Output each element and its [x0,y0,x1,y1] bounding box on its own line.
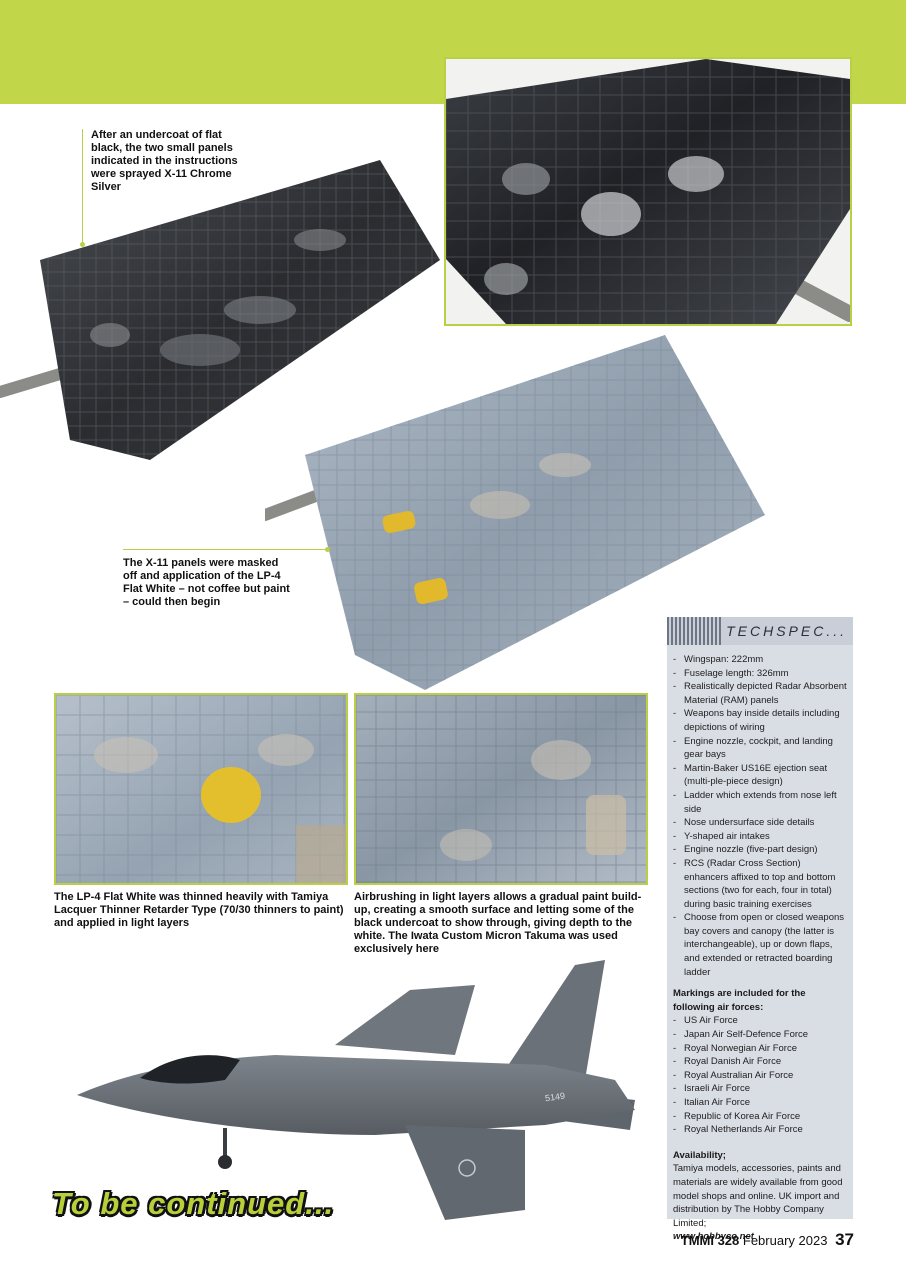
techspec-air-force: Royal Australian Air Force [673,1069,847,1083]
techspec-feature: Ladder which extends from nose left side [673,789,847,816]
techspec-air-force-list: US Air Force Japan Air Self-Defence Forc… [667,1014,853,1136]
caption-masked-leader-dot [325,547,330,552]
techspec-feature: Martin-Baker US16E ejection seat (multi-… [673,762,847,789]
techspec-markings-heading: Markings are included for the following … [673,988,806,1013]
techspec-air-force: Italian Air Force [673,1096,847,1110]
techspec-air-force: US Air Force [673,1014,847,1028]
techspec-feature: Y-shaped air intakes [673,830,847,844]
caption-masked-panels: The X-11 panels were masked off and appl… [123,557,290,608]
techspec-air-force: Royal Netherlands Air Force [673,1123,847,1137]
techspec-availability-text: Tamiya models, accessories, paints and m… [673,1163,843,1229]
footer-date: February 2023 [742,1233,828,1248]
techspec-feature: Engine nozzle, cockpit, and landing gear… [673,735,847,762]
photo-white-panel-closeup-right [354,693,648,885]
techspec-feature: Realistically depicted Radar Absorbent M… [673,680,847,707]
techspec-feature: Engine nozzle (five-part design) [673,843,847,857]
techspec-air-force: Republic of Korea Air Force [673,1110,847,1124]
caption-masked-leader [123,549,328,550]
techspec-feature: Weapons bay inside details including dep… [673,707,847,734]
caption-chrome-silver: After an undercoat of flat black, the tw… [91,129,238,193]
techspec-availability-url[interactable]: www.hobbyco.net [673,1231,754,1243]
techspec-air-force: Israeli Air Force [673,1082,847,1096]
techspec-air-force: Royal Norwegian Air Force [673,1042,847,1056]
techspec-header: TECHSPEC... [667,617,853,645]
photo-f35-aircraft: 5149 [75,960,665,1225]
caption-chrome-leader-dot [80,242,85,247]
photo-white-fuselage-center [265,335,780,690]
caption-airbrushing: Airbrushing in light layers allows a gra… [354,891,642,955]
techspec-stripes [667,617,723,645]
techspec-feature-list: Wingspan: 222mm Fuselage length: 326mm R… [667,653,853,979]
techspec-feature: Choose from open or closed weapons bay c… [673,911,847,979]
techspec-feature: RCS (Radar Cross Section) enhancers affi… [673,857,847,911]
techspec-air-force: Royal Danish Air Force [673,1055,847,1069]
footer-publication: TMMI 328 [680,1233,740,1248]
photo-black-fuselage-left [0,160,445,480]
footer-page-number: 37 [835,1230,854,1249]
techspec-air-force: Japan Air Self-Defence Force [673,1028,847,1042]
techspec-panel: TECHSPEC... Wingspan: 222mm Fuselage len… [667,617,853,1242]
to-be-continued-title: To be continued... [52,1186,335,1221]
techspec-feature: Fuselage length: 326mm [673,667,847,681]
techspec-feature: Wingspan: 222mm [673,653,847,667]
caption-thinned-paint: The LP-4 Flat White was thinned heavily … [54,891,344,929]
photo-black-panel-closeup [444,57,852,326]
photo-white-panel-closeup-left [54,693,348,885]
caption-chrome-leader [82,129,83,245]
techspec-title: TECHSPEC... [726,623,847,639]
techspec-availability-heading: Availability; [673,1149,726,1161]
techspec-feature: Nose undersurface side details [673,816,847,830]
page-footer: TMMI 328 February 2023 37 [681,1230,854,1250]
